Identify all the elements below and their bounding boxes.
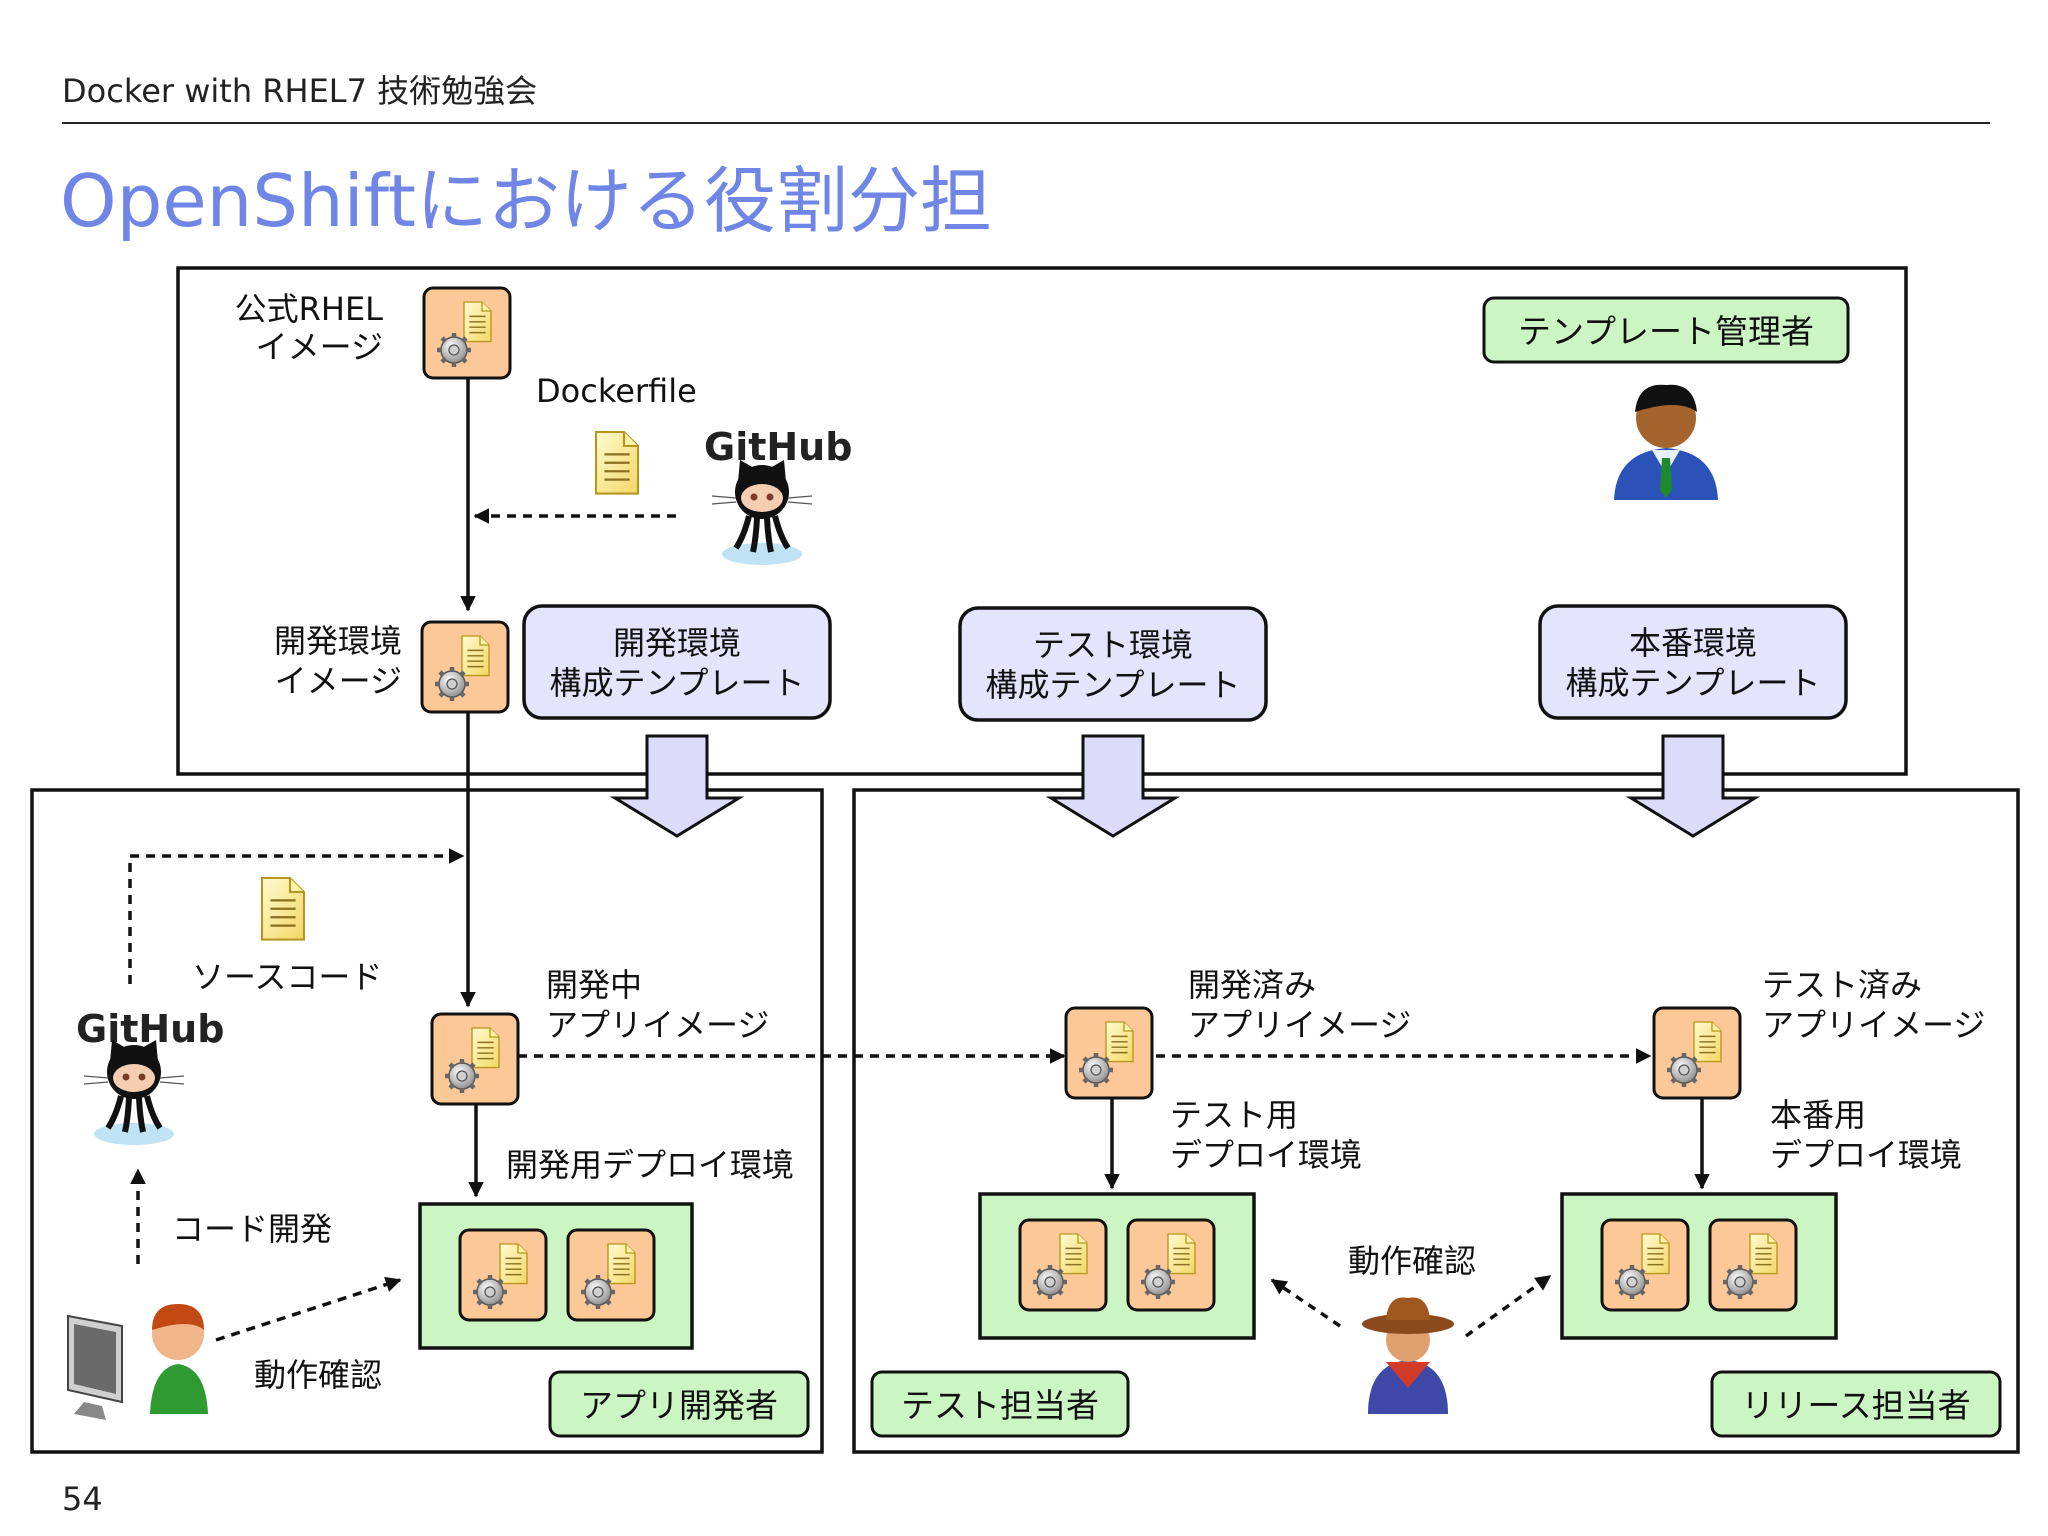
developed-image-icon [1066,1008,1152,1098]
dev-template-down-arrow [613,734,741,838]
slide-header: Docker with RHEL7 技術勉強会 [62,72,538,110]
prod-deploy-label-1: 本番用 [1770,1096,1866,1134]
official-rhel-label-2: イメージ [256,328,383,366]
test-deploy-container-icon-2 [1128,1220,1214,1310]
dev-template-label-1: 開発環境 [613,624,741,662]
app-dev-frame [30,788,824,1454]
source-code-push-arrow [128,848,465,984]
test-template-label-1: テスト環境 [1033,626,1193,664]
prod-deploy-container-icon-1 [1602,1220,1688,1310]
official-rhel-image-icon [424,288,510,378]
devenv-image-label-2: イメージ [275,662,402,700]
tester-verify-arrow-left [1270,1278,1341,1328]
dev-verify-arrow [215,1276,402,1342]
template-admin-role-label: テンプレート管理者 [1518,312,1814,351]
test-deploy-container-icon-1 [1020,1220,1106,1310]
dev-template-box [522,604,832,720]
test-template-box [958,606,1268,722]
tested-image-label-2: アプリイメージ [1762,1006,1985,1044]
dev-deploy-container-icon-2 [568,1230,654,1320]
tester-verify-label: 動作確認 [1348,1242,1476,1280]
app-dev-role-label: アプリ開発者 [580,1386,778,1425]
tested-image-icon [1654,1008,1740,1098]
dev-deploy-container-icon-1 [460,1230,546,1320]
dev-app-image-label-1: 開発中 [546,966,642,1004]
devenv-image-label-1: 開発環境 [274,622,402,660]
prod-template-box [1538,604,1848,720]
businessman-icon [1614,384,1718,500]
code-dev-label: コード開発 [172,1210,332,1248]
slide-title: OpenShiftにおける役割分担 [60,159,992,243]
source-code-label: ソースコード [192,958,382,996]
prod-template-label-1: 本番環境 [1629,624,1757,662]
tester-role-badge [870,1370,1130,1438]
template-admin-frame [176,266,1908,776]
devenv-image-icon [422,622,508,712]
github-wordmark-top: GitHub [704,425,852,469]
dev-deploy-label: 開発用デプロイ環境 [506,1146,794,1184]
test-deploy-label-2: デプロイ環境 [1170,1136,1362,1174]
developed-image-label-1: 開発済み [1188,966,1316,1004]
github-octocat-icon-left [84,1040,184,1145]
tester-role-label: テスト担当者 [901,1386,1099,1425]
cowboy-tester-icon [1362,1297,1454,1414]
tested-image-label-1: テスト済み [1762,966,1922,1004]
tester-verify-arrow-right [1464,1274,1552,1338]
release-role-label: リリース担当者 [1741,1386,1970,1425]
page-number: 54 [62,1480,103,1518]
header-rule [62,122,1990,124]
prod-deploy-label-2: デプロイ環境 [1770,1136,1962,1174]
prod-template-label-2: 構成テンプレート [1565,664,1820,702]
github-octocat-icon-top [712,460,812,565]
dev-app-image-label-2: アプリイメージ [546,1006,769,1044]
prod-template-down-arrow [1629,734,1757,838]
test-deploy-label-1: テスト用 [1170,1096,1298,1134]
developer-computer-icon [67,1304,208,1420]
dockerfile-doc-icon [594,430,640,495]
dockerfile-label: Dockerfile [536,372,697,410]
developed-image-label-2: アプリイメージ [1188,1006,1411,1044]
test-release-frame [852,788,2020,1454]
prod-deploy-container-icon-2 [1710,1220,1796,1310]
test-template-label-2: 構成テンプレート [985,666,1240,704]
dev-verify-label: 動作確認 [254,1356,382,1394]
app-dev-role-badge [548,1370,810,1438]
template-admin-role-badge [1482,296,1850,364]
release-role-badge [1710,1370,2002,1438]
source-code-doc-icon [260,876,306,941]
test-template-down-arrow [1049,734,1177,838]
dev-template-label-2: 構成テンプレート [549,664,804,702]
official-rhel-label-1: 公式RHEL [235,290,384,328]
dev-app-image-icon [432,1014,518,1104]
